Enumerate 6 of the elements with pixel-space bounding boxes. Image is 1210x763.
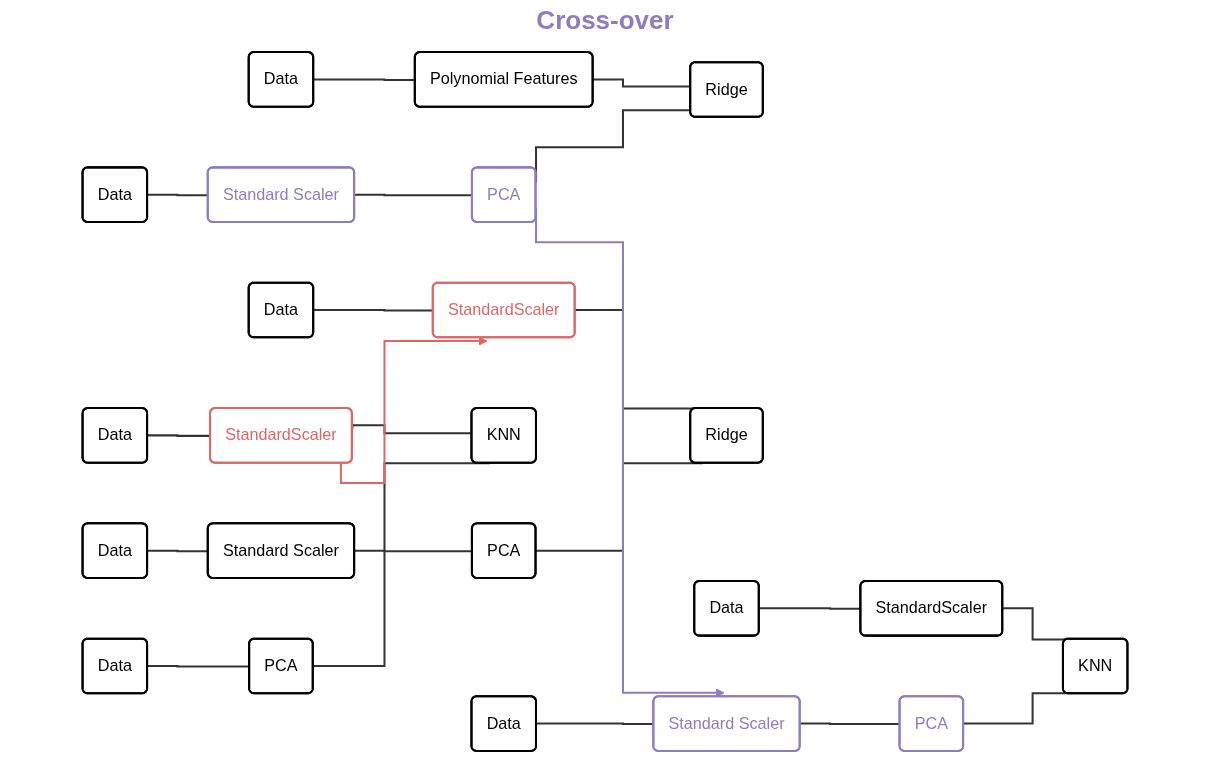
connector — [592, 78, 691, 88]
connector — [535, 722, 654, 726]
connector — [799, 722, 900, 726]
crossover-label: Cross-over — [536, 4, 674, 36]
connector — [351, 424, 472, 435]
connector — [758, 607, 861, 610]
